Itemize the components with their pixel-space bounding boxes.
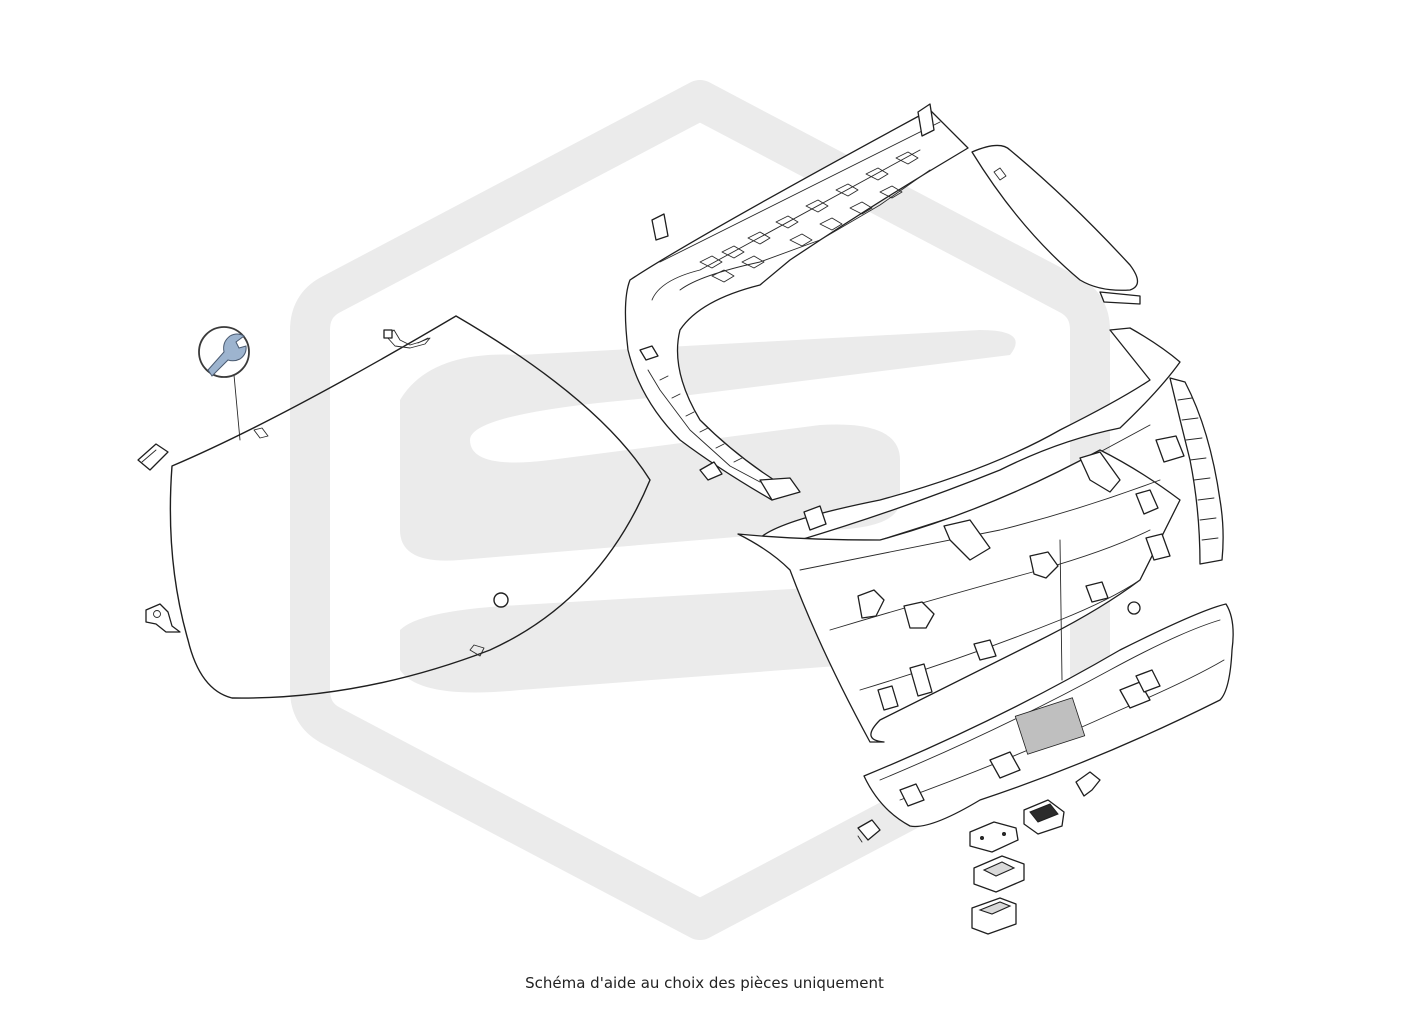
wrench-icon — [207, 333, 247, 377]
glass-hinge-bracket[interactable] — [145, 603, 181, 633]
garnish-clip[interactable] — [1075, 771, 1101, 797]
tailgate-latch-module[interactable] — [973, 855, 1025, 893]
rear-spoiler[interactable] — [971, 144, 1141, 305]
tailgate-release-switch[interactable] — [971, 897, 1017, 935]
panel-clips[interactable] — [803, 435, 1185, 711]
glass-sensor-pad[interactable] — [137, 443, 169, 471]
license-lamp-base[interactable] — [969, 821, 1019, 853]
glass-wiring-connector[interactable] — [383, 329, 431, 349]
service-badge[interactable] — [198, 326, 250, 441]
switch-housing-small[interactable] — [1023, 799, 1065, 835]
tailgate-side-strip[interactable] — [1169, 377, 1224, 565]
diagram-caption: Schéma d'aide au choix des pièces unique… — [525, 974, 884, 992]
tailgate-inner-frame[interactable] — [624, 103, 969, 501]
rear-glass[interactable] — [169, 315, 651, 699]
wiring-clip[interactable] — [857, 819, 881, 843]
lower-tailgate-garnish[interactable] — [863, 603, 1234, 828]
